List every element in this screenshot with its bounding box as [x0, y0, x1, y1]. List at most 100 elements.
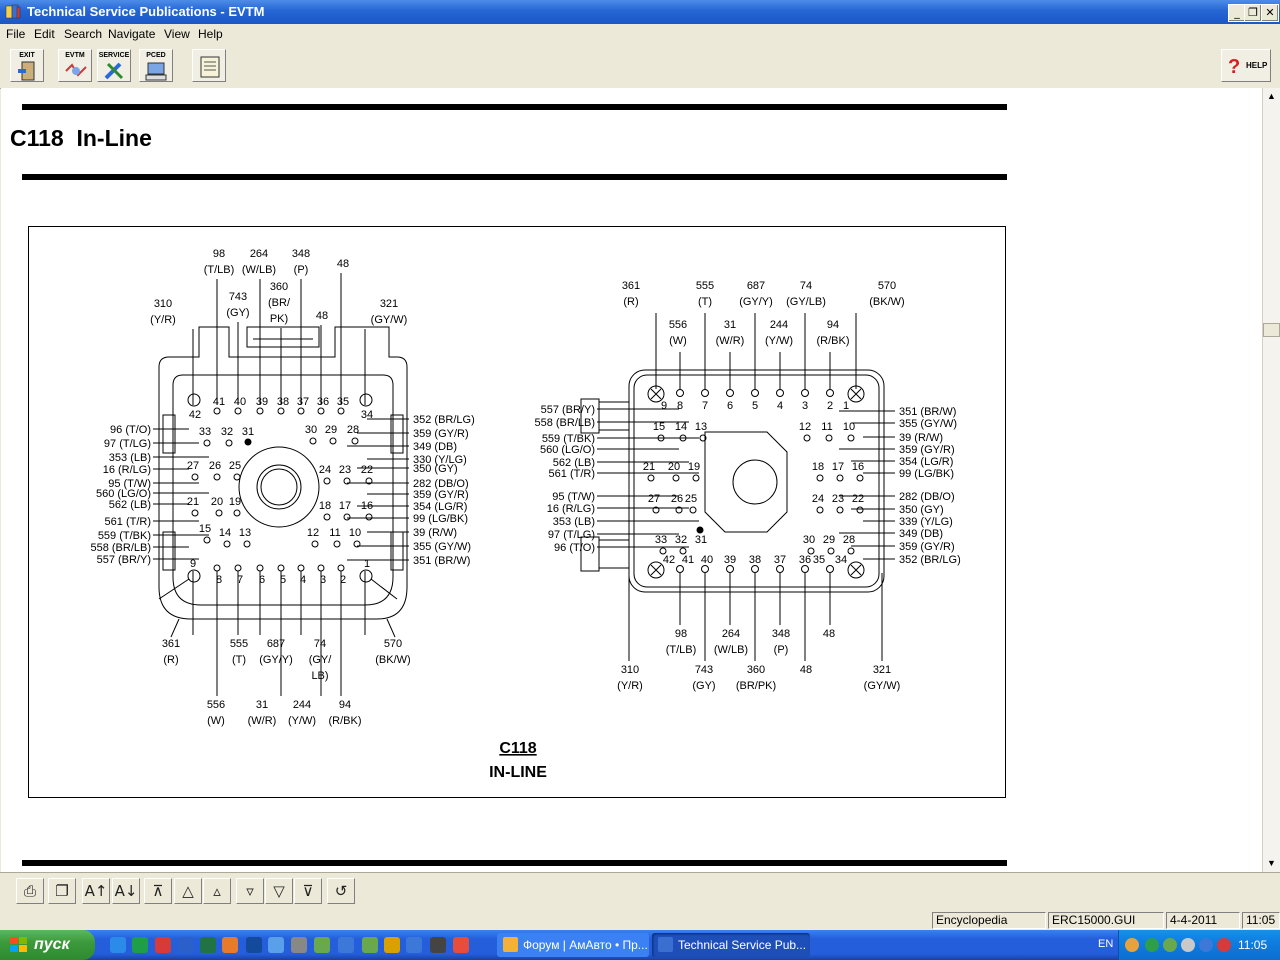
- left-pin: [297, 564, 305, 572]
- right-labels: 361(R)555(T)687(GY/Y)74(GY/LB)570(BK/W)5…: [534, 280, 960, 692]
- app-icon-4[interactable]: [406, 937, 422, 953]
- tray-arrow-icon[interactable]: [1125, 938, 1139, 952]
- right-pin: [836, 474, 844, 482]
- menu-file[interactable]: File: [6, 27, 26, 41]
- right-pin: [726, 389, 734, 397]
- app-icon-1[interactable]: [338, 937, 354, 953]
- right-pin-number: 19: [688, 461, 700, 473]
- right-pin: [825, 434, 833, 442]
- notes-button[interactable]: [192, 49, 226, 82]
- task-evtm[interactable]: Technical Service Pub...: [652, 933, 810, 957]
- back-icon[interactable]: ↺: [327, 878, 355, 904]
- tray-icon-5[interactable]: [1217, 938, 1231, 952]
- scroll-thumb[interactable]: [1263, 323, 1280, 337]
- right-pin31-marker: [696, 526, 704, 534]
- right-bottom-wire-label: 48: [800, 664, 812, 676]
- right-pin-number: 11: [821, 421, 832, 433]
- left-side-wire-label: 350 (GY): [413, 463, 458, 475]
- document-view[interactable]: C118 In-Line: [1, 88, 1262, 872]
- right-top-wire-label: (W/R): [716, 335, 745, 347]
- start-button[interactable]: пуск: [0, 930, 95, 960]
- pdf-icon[interactable]: [155, 937, 171, 953]
- left-pin-number: 8: [216, 574, 222, 586]
- excel-icon[interactable]: [200, 937, 216, 953]
- right-bottom-wire-label: 348: [772, 628, 790, 640]
- right-side-wire-label: 339 (Y/LG): [899, 516, 953, 528]
- help-button[interactable]: ? HELP: [1221, 49, 1271, 82]
- left-pin: [256, 407, 264, 415]
- left-pin-number: 19: [229, 496, 241, 508]
- right-pin: [816, 506, 824, 514]
- last-page-icon[interactable]: ⊽: [294, 878, 322, 904]
- tray-icon-3[interactable]: [1181, 938, 1195, 952]
- right-side-wire-label: 559 (T/BK): [542, 433, 595, 445]
- service-button[interactable]: SERVICE: [97, 49, 131, 82]
- tray-icon-2[interactable]: [1163, 938, 1177, 952]
- word-icon[interactable]: [178, 937, 194, 953]
- app-icon-2[interactable]: [362, 937, 378, 953]
- right-pin-number: 15: [653, 421, 665, 433]
- left-pin-number: 21: [187, 496, 199, 508]
- left-pin: [225, 439, 233, 447]
- right-bottom-wire-label: (GY/W): [864, 680, 901, 692]
- left-bottom-wire-label: 94: [339, 699, 351, 711]
- player-icon[interactable]: [430, 937, 446, 953]
- ie-icon[interactable]: [110, 937, 126, 953]
- taskbar-clock: 11:05: [1238, 938, 1268, 952]
- close-icon[interactable]: ✕: [1261, 4, 1279, 22]
- svg-text:?: ?: [1228, 56, 1240, 77]
- left-pin: [343, 477, 351, 485]
- first-page-icon[interactable]: ⊼: [144, 878, 172, 904]
- vertical-scrollbar[interactable]: ▲ ▼: [1262, 88, 1280, 872]
- previous-section-icon[interactable]: △: [174, 878, 202, 904]
- right-pin: [856, 474, 864, 482]
- pced-button[interactable]: PCED: [139, 49, 173, 82]
- left-top-wire-label: 98: [213, 248, 225, 260]
- right-top-wire-label: (GY/LB): [786, 296, 826, 308]
- app-icon-3[interactable]: [384, 937, 400, 953]
- left-pin-number: 27: [187, 460, 199, 472]
- left-pin-number: 40: [234, 396, 246, 408]
- language-indicator[interactable]: EN: [1098, 938, 1114, 950]
- service-label: SERVICE: [98, 52, 130, 59]
- tools-icon[interactable]: [291, 937, 307, 953]
- left-top-wire-label: (P): [294, 264, 309, 276]
- menu-help[interactable]: Help: [198, 27, 223, 41]
- right-pin-number: 24: [812, 493, 824, 505]
- right-pin: [676, 389, 684, 397]
- copy-icon[interactable]: ❐: [48, 878, 76, 904]
- left-labels: 98(T/LB)264(W/LB)348(P)48743(GY)360(BR/P…: [90, 248, 474, 727]
- menu-edit[interactable]: Edit: [34, 27, 55, 41]
- exit-button[interactable]: EXIT: [10, 49, 44, 82]
- menu-search[interactable]: Search: [64, 27, 103, 41]
- font-decrease-icon[interactable]: A↓: [112, 878, 140, 904]
- previous-page-icon[interactable]: ▵: [203, 878, 231, 904]
- task-browser[interactable]: Форум | АмАвто • Пр...: [497, 933, 649, 957]
- menu-navigate[interactable]: Navigate: [108, 27, 156, 41]
- network-icon[interactable]: [268, 937, 284, 953]
- navigation-toolbar: ⎙ ❐ A↑ A↓ ⊼ △ ▵ ▿ ▽ ⊽ ↺: [0, 872, 1280, 911]
- print-icon[interactable]: ⎙: [16, 878, 44, 904]
- left-pin-number: 15: [199, 523, 211, 535]
- scroll-up-icon[interactable]: ▲: [1267, 91, 1276, 101]
- tray-icon-1[interactable]: [1145, 938, 1159, 952]
- download-icon[interactable]: [246, 937, 262, 953]
- restore-icon[interactable]: ❐: [1244, 4, 1262, 22]
- media-icon[interactable]: [222, 937, 238, 953]
- font-increase-icon[interactable]: A↑: [82, 878, 110, 904]
- menu-view[interactable]: View: [164, 27, 190, 41]
- exit-label: EXIT: [19, 52, 35, 59]
- chrome-icon[interactable]: [453, 937, 469, 953]
- left-pin-number: 30: [305, 424, 317, 436]
- next-section-icon[interactable]: ▽: [265, 878, 293, 904]
- evtm-button[interactable]: EVTM: [58, 49, 92, 82]
- scroll-down-icon[interactable]: ▼: [1267, 858, 1276, 868]
- left-pin-number: 29: [325, 424, 337, 436]
- explorer-icon[interactable]: [314, 937, 330, 953]
- spreadsheet-icon[interactable]: [132, 937, 148, 953]
- left-bottom-wire-label: (W/R): [248, 715, 277, 727]
- right-bottom-wire-label: (GY): [692, 680, 715, 692]
- tray-icon-4[interactable]: [1199, 938, 1213, 952]
- left-pin-number: 38: [277, 396, 289, 408]
- next-page-icon[interactable]: ▿: [236, 878, 264, 904]
